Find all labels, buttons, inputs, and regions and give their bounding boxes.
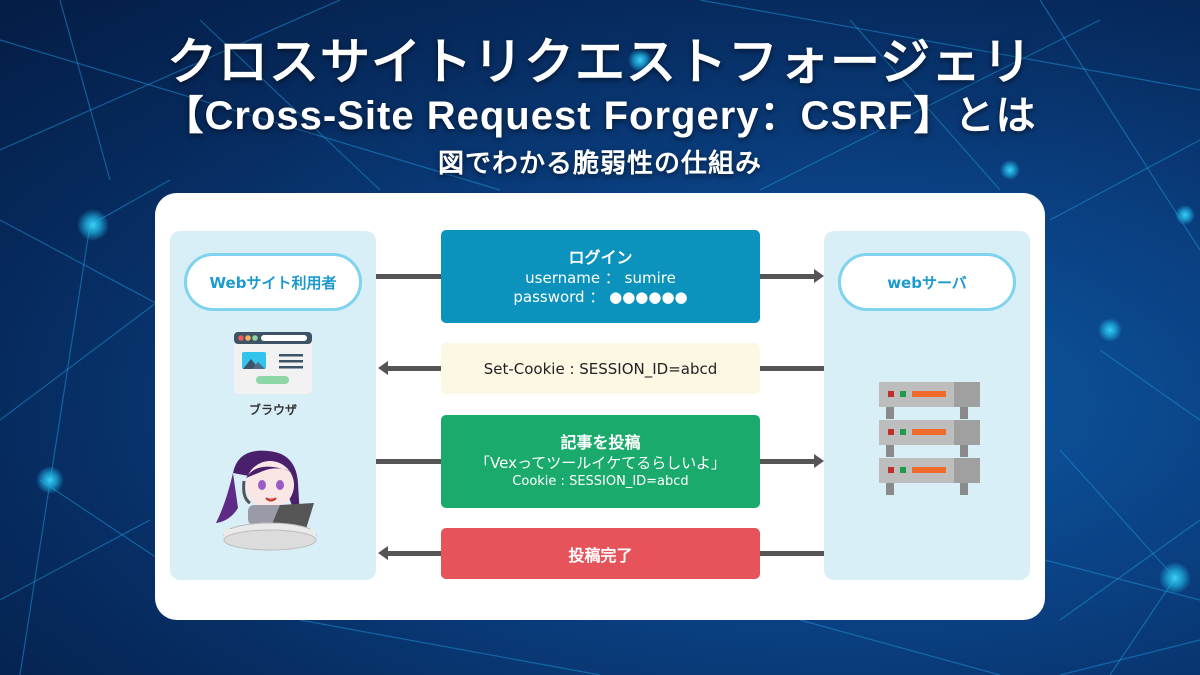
title-main: クロスサイトリクエストフォージェリ xyxy=(167,33,1033,91)
user-label: Webサイト利用者 xyxy=(209,273,337,292)
arrow-cookie-from-server xyxy=(760,366,824,371)
arrow-cookie-to-user xyxy=(378,361,441,375)
message-login-password: password ： ●●●●●● xyxy=(513,287,688,306)
title-subtitle: 図でわかる脆弱性の仕組み xyxy=(437,149,762,179)
message-login-title: ログイン xyxy=(568,247,633,267)
browser-label: ブラウザ xyxy=(248,403,297,417)
server-label: webサーバ xyxy=(887,273,967,292)
message-post-cookie: Cookie : SESSION_ID=abcd xyxy=(512,474,689,489)
user-character-illustration xyxy=(216,450,317,551)
message-login-username: username ： sumire xyxy=(525,268,676,287)
arrow-post-to-server xyxy=(760,454,824,468)
message-post-complete: 投稿完了 xyxy=(441,528,760,579)
glow-nodes xyxy=(36,48,1195,594)
message-post-complete-text: 投稿完了 xyxy=(568,545,633,565)
message-set-cookie: Set-Cookie : SESSION_ID=abcd xyxy=(441,343,760,394)
arrow-login-from-user xyxy=(376,274,441,279)
message-set-cookie-text: Set-Cookie : SESSION_ID=abcd xyxy=(483,359,718,378)
arrow-login-to-server xyxy=(760,269,824,283)
message-post-article: 記事を投稿 「Vexってツールイケてるらしいよ」 Cookie : SESSIO… xyxy=(441,415,760,508)
browser-window-icon xyxy=(234,332,312,394)
server-unit-1 xyxy=(879,382,980,407)
message-post-title: 記事を投稿 xyxy=(560,433,641,452)
title-english: 【Cross-Site Request Forgery：CSRF】とは xyxy=(163,94,1037,138)
user-column: Webサイト利用者 ブラウザ xyxy=(170,231,376,580)
server-unit-2 xyxy=(879,420,980,445)
server-unit-3 xyxy=(879,458,980,483)
server-rack-icon xyxy=(879,382,980,495)
arrow-post-from-user xyxy=(376,459,441,464)
server-label-pill: webサーバ xyxy=(838,253,1016,311)
server-column: webサーバ xyxy=(824,231,1030,580)
user-label-pill: Webサイト利用者 xyxy=(184,253,362,311)
message-login: ログイン username ： sumire password ： ●●●●●● xyxy=(441,230,760,323)
arrow-done-from-server xyxy=(760,551,824,556)
message-post-content: 「Vexってツールイケてるらしいよ」 xyxy=(475,454,726,472)
arrow-done-to-user xyxy=(378,546,441,560)
